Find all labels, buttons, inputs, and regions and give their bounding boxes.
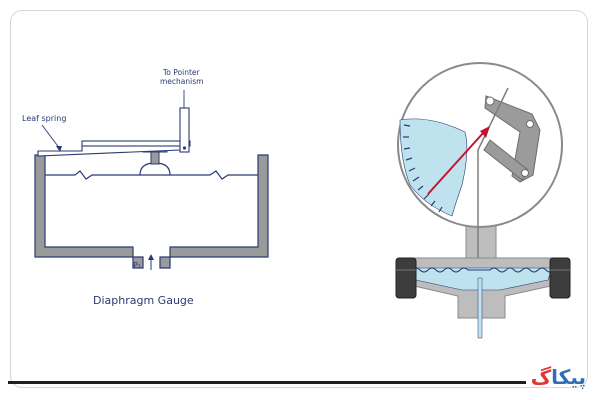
linkage-pin-bottom xyxy=(521,169,529,177)
label-to-pointer-line1: To Pointer xyxy=(162,68,201,77)
gauge-inlet-channel xyxy=(477,277,483,339)
pictorial-gauge xyxy=(395,62,571,339)
linkage-upper-arm xyxy=(484,95,541,183)
leaf-spring-arrowhead xyxy=(56,146,62,152)
footer-bar xyxy=(8,381,526,384)
pressure-arrowhead xyxy=(148,254,154,260)
diagram-caption: Diaphragm Gauge xyxy=(93,294,194,307)
brand-logo-main: پیکا xyxy=(551,365,586,389)
label-to-pointer-line2: mechanism xyxy=(160,77,203,86)
gauge-pointer-tip xyxy=(480,126,490,138)
flange-bolt-right xyxy=(549,257,571,299)
dial-scale-ticks xyxy=(403,124,443,213)
dial-scale-sector xyxy=(399,118,468,217)
pointer-link xyxy=(179,107,190,153)
push-rod-top xyxy=(477,87,509,151)
label-leaf-spring: Leaf spring xyxy=(22,114,66,123)
gauge-diaphragm xyxy=(411,267,553,273)
label-pressure: P₁ xyxy=(133,261,141,270)
brand-logo-accent: گ xyxy=(530,365,552,389)
diaphragm-boss xyxy=(139,162,171,176)
lever-arm xyxy=(81,140,191,147)
linkage-lower-arm xyxy=(483,139,529,181)
schematic-diaphragm xyxy=(45,170,258,180)
schematic-diagram: To Pointer mechanism Leaf spring P₁ Diap… xyxy=(22,68,269,307)
flange-bolt-left xyxy=(395,257,417,299)
linkage-pin-right xyxy=(526,120,534,128)
content-frame xyxy=(10,10,588,388)
gauge-pointer xyxy=(427,131,485,195)
leaf-spring-callout-line xyxy=(41,124,61,150)
linkage-pin-top xyxy=(485,96,495,106)
pivot-pin xyxy=(182,146,187,150)
schematic-housing xyxy=(34,154,269,269)
